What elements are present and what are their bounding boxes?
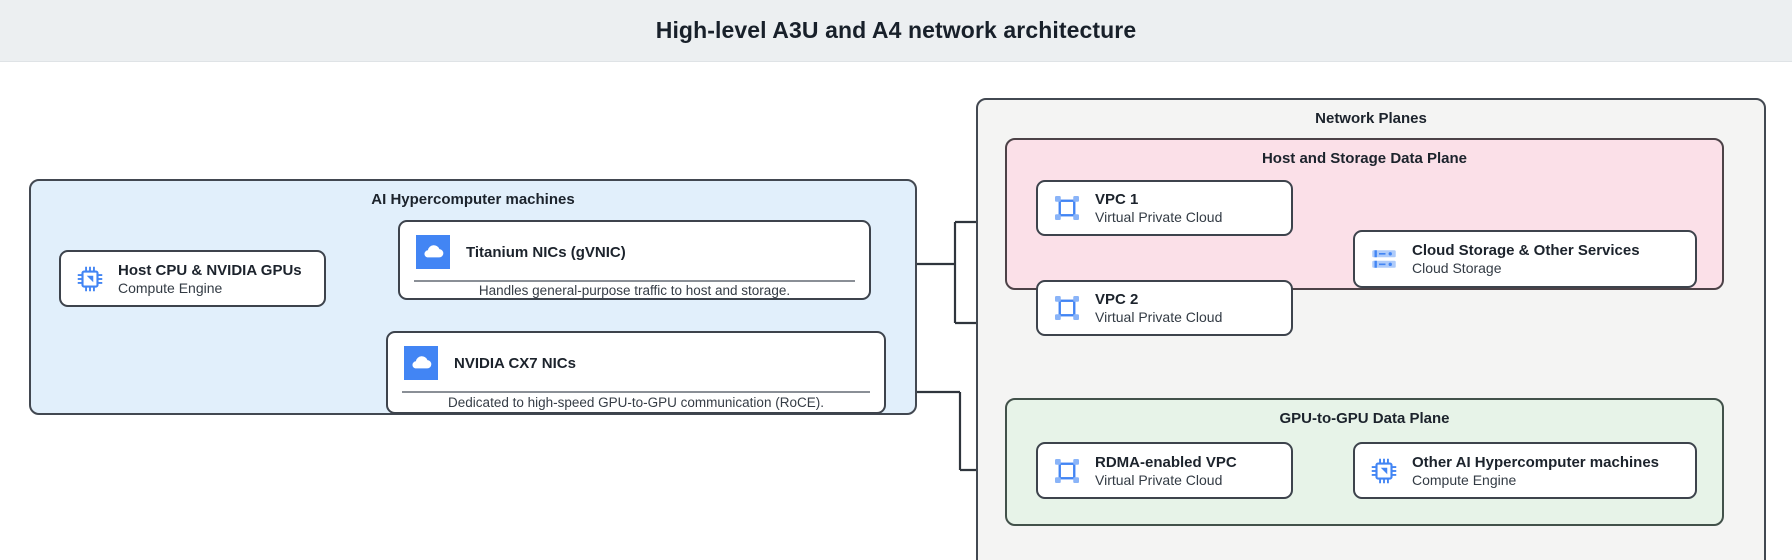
node-vpc-1-text: VPC 1 Virtual Private Cloud	[1095, 191, 1222, 225]
cx7-title: NVIDIA CX7 NICs	[454, 354, 576, 372]
vpc-network-icon	[1055, 458, 1079, 483]
group-title-gpu-plane: GPU-to-GPU Data Plane	[1279, 410, 1450, 427]
node-vpc-2[interactable]: VPC 2 Virtual Private Cloud	[1036, 280, 1293, 336]
node-vpc-2-text: VPC 2 Virtual Private Cloud	[1095, 291, 1222, 325]
vpc-network-icon	[1055, 296, 1079, 320]
vpc-network-icon	[1055, 196, 1079, 220]
node-host-cpu-title: Host CPU & NVIDIA GPUs	[118, 261, 302, 279]
cpu-chip-icon	[77, 266, 103, 291]
card-nvidia-cx7-nics[interactable]: NVIDIA CX7 NICs Dedicated to high-speed …	[386, 331, 886, 414]
titanium-header: Titanium NICs (gVNIC)	[400, 222, 869, 280]
node-vpc-2-title: VPC 2	[1095, 291, 1139, 308]
cpu-chip-icon	[1371, 458, 1397, 483]
card-titanium-nics[interactable]: Titanium NICs (gVNIC) Handles general-pu…	[398, 220, 871, 300]
cx7-caption: Dedicated to high-speed GPU-to-GPU commu…	[448, 395, 824, 410]
cx7-divider	[402, 391, 870, 393]
node-host-cpu-subtitle: Compute Engine	[118, 279, 223, 296]
node-vpc-1-title: VPC 1	[1095, 191, 1139, 208]
node-vpc-2-subtitle: Virtual Private Cloud	[1095, 309, 1223, 325]
node-rdma-vpc-subtitle: Virtual Private Cloud	[1095, 471, 1223, 488]
node-other-machines-text: Other AI Hypercomputer machines Compute …	[1412, 454, 1659, 488]
node-other-machines-subtitle: Compute Engine	[1412, 471, 1517, 488]
diagram-canvas: AI Hypercomputer machines Host CPU & NVI…	[0, 62, 1792, 560]
cloud-icon	[416, 235, 450, 269]
node-cloud-storage-title: Cloud Storage & Other Services	[1412, 242, 1640, 259]
titanium-title: Titanium NICs (gVNIC)	[466, 243, 626, 261]
node-other-machines-title: Other AI Hypercomputer machines	[1412, 453, 1660, 471]
group-title-host-storage: Host and Storage Data Plane	[1261, 150, 1468, 167]
group-title-machines: AI Hypercomputer machines	[371, 191, 575, 208]
node-rdma-enabled-vpc[interactable]: RDMA-enabled VPC Virtual Private Cloud	[1036, 442, 1293, 499]
cloud-storage-icon	[1372, 250, 1396, 268]
node-host-cpu-gpus[interactable]: Host CPU & NVIDIA GPUs Compute Engine	[59, 250, 326, 307]
node-cloud-storage-text: Cloud Storage & Other Services Cloud Sto…	[1412, 242, 1640, 276]
cloud-icon	[404, 346, 438, 380]
node-rdma-vpc-text: RDMA-enabled VPC Virtual Private Cloud	[1095, 454, 1237, 488]
node-cloud-storage[interactable]: Cloud Storage & Other Services Cloud Sto…	[1353, 230, 1697, 288]
titanium-divider	[414, 280, 855, 282]
node-vpc-1[interactable]: VPC 1 Virtual Private Cloud	[1036, 180, 1293, 236]
node-rdma-vpc-title: RDMA-enabled VPC	[1095, 453, 1237, 471]
node-other-ai-hypercomputer-machines[interactable]: Other AI Hypercomputer machines Compute …	[1353, 442, 1697, 499]
titanium-caption: Handles general-purpose traffic to host …	[478, 282, 791, 298]
node-host-cpu-text: Host CPU & NVIDIA GPUs Compute Engine	[118, 262, 302, 296]
page-title: High-level A3U and A4 network architectu…	[655, 17, 1137, 43]
node-vpc-1-subtitle: Virtual Private Cloud	[1095, 209, 1223, 225]
cx7-header: NVIDIA CX7 NICs	[388, 333, 884, 391]
group-title-network-planes: Network Planes	[1315, 110, 1427, 127]
node-cloud-storage-subtitle: Cloud Storage	[1412, 260, 1502, 276]
page-header: High-level A3U and A4 network architectu…	[0, 0, 1792, 62]
